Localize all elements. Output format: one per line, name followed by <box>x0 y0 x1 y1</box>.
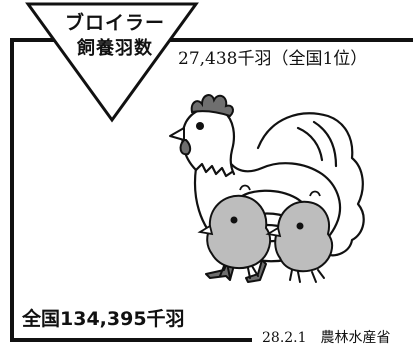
hen-beak <box>169 127 185 141</box>
hen-comb <box>190 94 234 118</box>
badge-title-line2: 飼養羽数 <box>77 38 153 59</box>
hen-wattle <box>179 139 192 156</box>
chick-icon <box>265 190 334 283</box>
chicken-with-chicks-illustration <box>169 94 365 283</box>
national-count: 全国134,395千羽 <box>22 308 185 330</box>
badge-title-line1: ブロイラー <box>64 12 165 34</box>
badge-triangle <box>25 2 199 123</box>
source-date: 28.2.1 <box>262 330 307 346</box>
source-agency: 農林水産省 <box>320 330 391 346</box>
hen-eye <box>196 122 204 130</box>
chick-icon <box>197 184 272 279</box>
prefecture-count: 27,438千羽（全国1位） <box>178 49 368 69</box>
source-note: 28.2.1 農林水産省 <box>262 327 391 347</box>
